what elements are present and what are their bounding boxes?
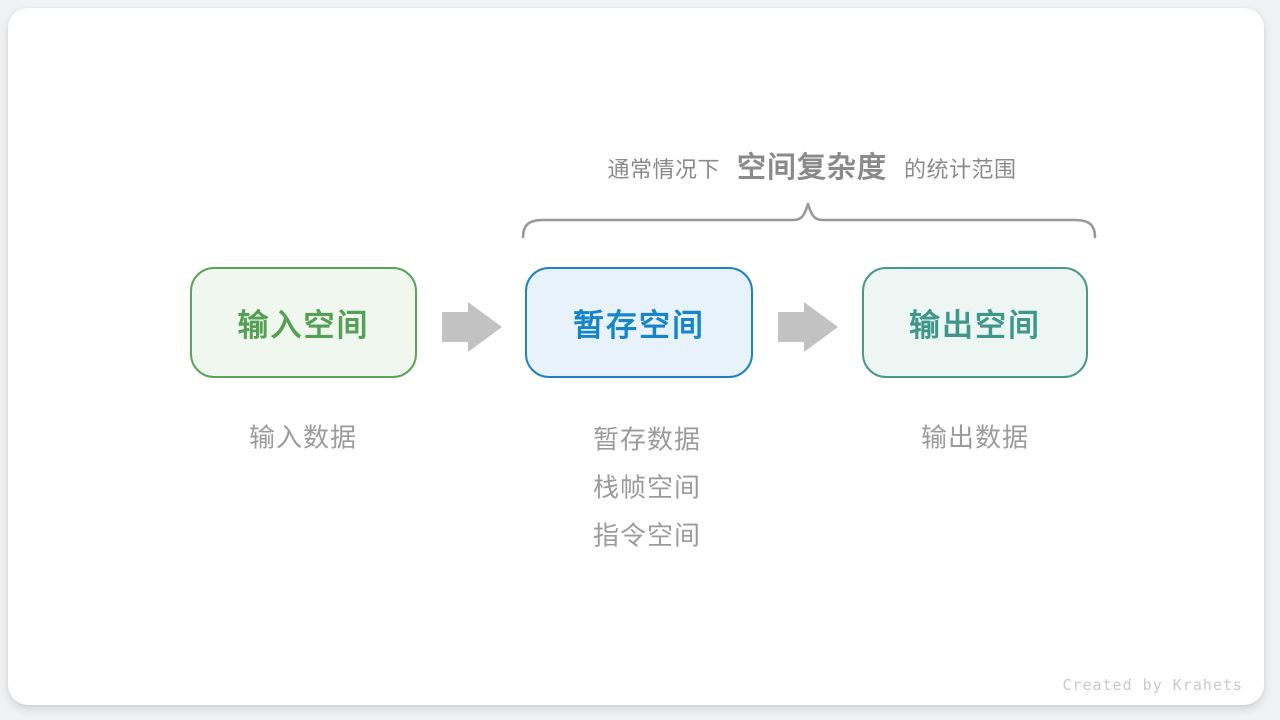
scope-annotation-suffix: 的统计范围 — [904, 157, 1017, 182]
label-input-data: 输入数据 — [248, 422, 358, 453]
label-stack-frame-space: 栈帧空间 — [592, 472, 702, 503]
arrow-right-icon — [778, 302, 838, 352]
label-temp-data: 暂存数据 — [592, 424, 702, 455]
scope-annotation-prefix: 通常情况下 — [607, 157, 720, 182]
box-output-space-label: 输出空间 — [909, 308, 1041, 343]
box-buffer-space-label: 暂存空间 — [573, 308, 705, 343]
box-output-space: 输出空间 — [862, 267, 1088, 378]
diagram-card: 通常情况下 空间复杂度 的统计范围 输入空间 暂存空间 输出空间 输入数据 暂存… — [8, 8, 1264, 705]
label-instruction-space: 指令空间 — [592, 520, 702, 551]
scope-annotation-highlight: 空间复杂度 — [736, 152, 888, 184]
scope-brace-icon — [521, 202, 1097, 239]
label-output-data: 输出数据 — [920, 422, 1030, 453]
scope-annotation: 通常情况下 空间复杂度 的统计范围 — [607, 144, 1016, 186]
credit-text: Created by Krahets — [1062, 676, 1243, 694]
scope-brace-path — [521, 202, 1097, 239]
arrow-right-shape — [442, 302, 502, 352]
arrow-right-icon — [442, 302, 502, 352]
box-input-space-label: 输入空间 — [237, 308, 370, 343]
arrow-right-shape — [778, 302, 838, 352]
box-input-space: 输入空间 — [190, 267, 417, 378]
box-buffer-space: 暂存空间 — [525, 267, 753, 378]
